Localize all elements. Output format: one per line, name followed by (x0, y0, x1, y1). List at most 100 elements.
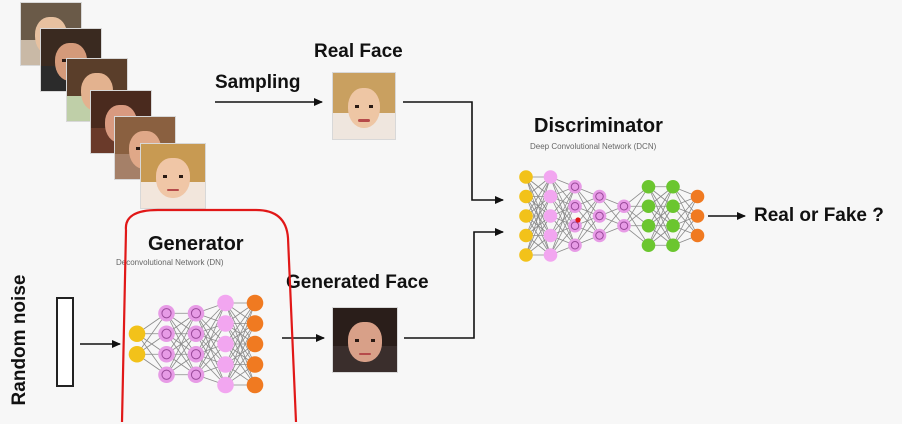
generator-node (217, 376, 234, 394)
sample-face-6 (140, 143, 206, 209)
generator-node (128, 325, 146, 343)
discriminator-title: Discriminator (534, 115, 663, 137)
discriminator-node-ring (595, 231, 604, 240)
generator-node-ring (190, 349, 202, 360)
discriminator-node (568, 238, 582, 253)
discriminator-node-ring (619, 221, 629, 230)
discriminator-node (690, 209, 705, 223)
generator-node (246, 376, 264, 394)
discriminator-node (690, 189, 705, 204)
discriminator-node (666, 179, 680, 194)
generator-node (158, 345, 175, 363)
discriminator-node-ring (619, 202, 629, 211)
generator-node (187, 304, 205, 322)
generator-edge (166, 333, 197, 375)
generator-node-ring (190, 328, 202, 339)
highlight-dot (575, 217, 581, 223)
generator-node-ring (161, 349, 172, 360)
discriminator-edge (525, 176, 551, 217)
discriminator-node (543, 209, 558, 223)
generator-edge (166, 313, 197, 375)
generator-node (217, 356, 234, 373)
generator-edge (225, 302, 256, 365)
discriminator-node (592, 209, 607, 223)
discriminator-node (617, 199, 631, 214)
discriminator-node (666, 238, 680, 253)
discriminator-edge (525, 196, 551, 256)
discriminator-edge (648, 186, 674, 226)
discriminator-node (519, 170, 533, 184)
discriminator-edge (623, 186, 649, 226)
discriminator-edge (550, 206, 576, 256)
discriminator-node (592, 189, 607, 204)
discriminator-edge (648, 206, 674, 246)
discriminator-node (592, 228, 607, 243)
generator-node-ring (161, 369, 172, 380)
discriminator-node (543, 170, 558, 184)
generator-node-ring (190, 308, 202, 319)
generated-face-image (332, 307, 398, 373)
generator-node (246, 335, 264, 353)
generated-face-label: Generated Face (286, 272, 429, 293)
random-noise-vector (56, 297, 74, 387)
generator-edge (225, 302, 256, 386)
generator-node (246, 315, 264, 332)
discriminator-node (617, 218, 631, 233)
discriminator-node (666, 218, 680, 233)
generator-node (217, 294, 234, 312)
generator-node (246, 356, 264, 373)
real-face-label: Real Face (314, 41, 403, 62)
real-face-to-discriminator-arrow (403, 101, 504, 204)
discriminator-node-ring (570, 221, 580, 230)
discriminator-node (543, 189, 558, 204)
generator-highlight-outline (120, 208, 298, 423)
discriminator-edge (648, 186, 674, 246)
generator-edge (225, 302, 256, 345)
discriminator-node-ring (595, 192, 604, 201)
generator-node-ring (161, 328, 172, 339)
discriminator-node (690, 228, 705, 243)
real-face-image (332, 72, 396, 140)
generator-node (158, 366, 175, 384)
discriminator-node (666, 199, 680, 214)
discriminator-node (519, 189, 533, 204)
generator-edge (136, 313, 167, 355)
generator-node (187, 345, 205, 363)
discriminator-node (568, 199, 582, 214)
discriminator-node (519, 209, 533, 223)
discriminator-edge (525, 176, 551, 256)
generator-edge (195, 302, 226, 375)
discriminator-edge (525, 176, 551, 236)
output-label: Real or Fake ? (754, 205, 884, 226)
discriminator-node (641, 218, 656, 233)
discriminator-edge (574, 196, 600, 246)
generator-node (217, 315, 234, 332)
generator-node (158, 304, 175, 322)
generator-node (217, 335, 234, 353)
discriminator-node (568, 179, 582, 194)
discriminator-edge (672, 196, 698, 246)
generator-edge (166, 313, 197, 355)
discriminator-edge (550, 186, 576, 256)
discriminator-node-ring (595, 211, 604, 221)
discriminator-node (641, 238, 656, 253)
generator-node-ring (190, 369, 202, 380)
discriminator-node-ring (570, 241, 580, 250)
discriminator-node (543, 248, 558, 262)
generator-node (158, 325, 175, 343)
discriminator-node (519, 248, 533, 262)
discriminator-edge (525, 215, 551, 256)
discriminator-node (519, 228, 533, 243)
generator-edge (225, 323, 256, 386)
generator-node (128, 345, 146, 363)
discriminator-edge (550, 186, 576, 236)
discriminator-node-ring (570, 202, 580, 211)
discriminator-node (543, 228, 558, 243)
generator-edge (195, 323, 226, 375)
discriminator-subtitle: Deep Convolutional Network (DCN) (530, 142, 657, 151)
generator-node (187, 366, 205, 384)
sampling-label: Sampling (215, 72, 301, 93)
generator-node (187, 325, 205, 343)
